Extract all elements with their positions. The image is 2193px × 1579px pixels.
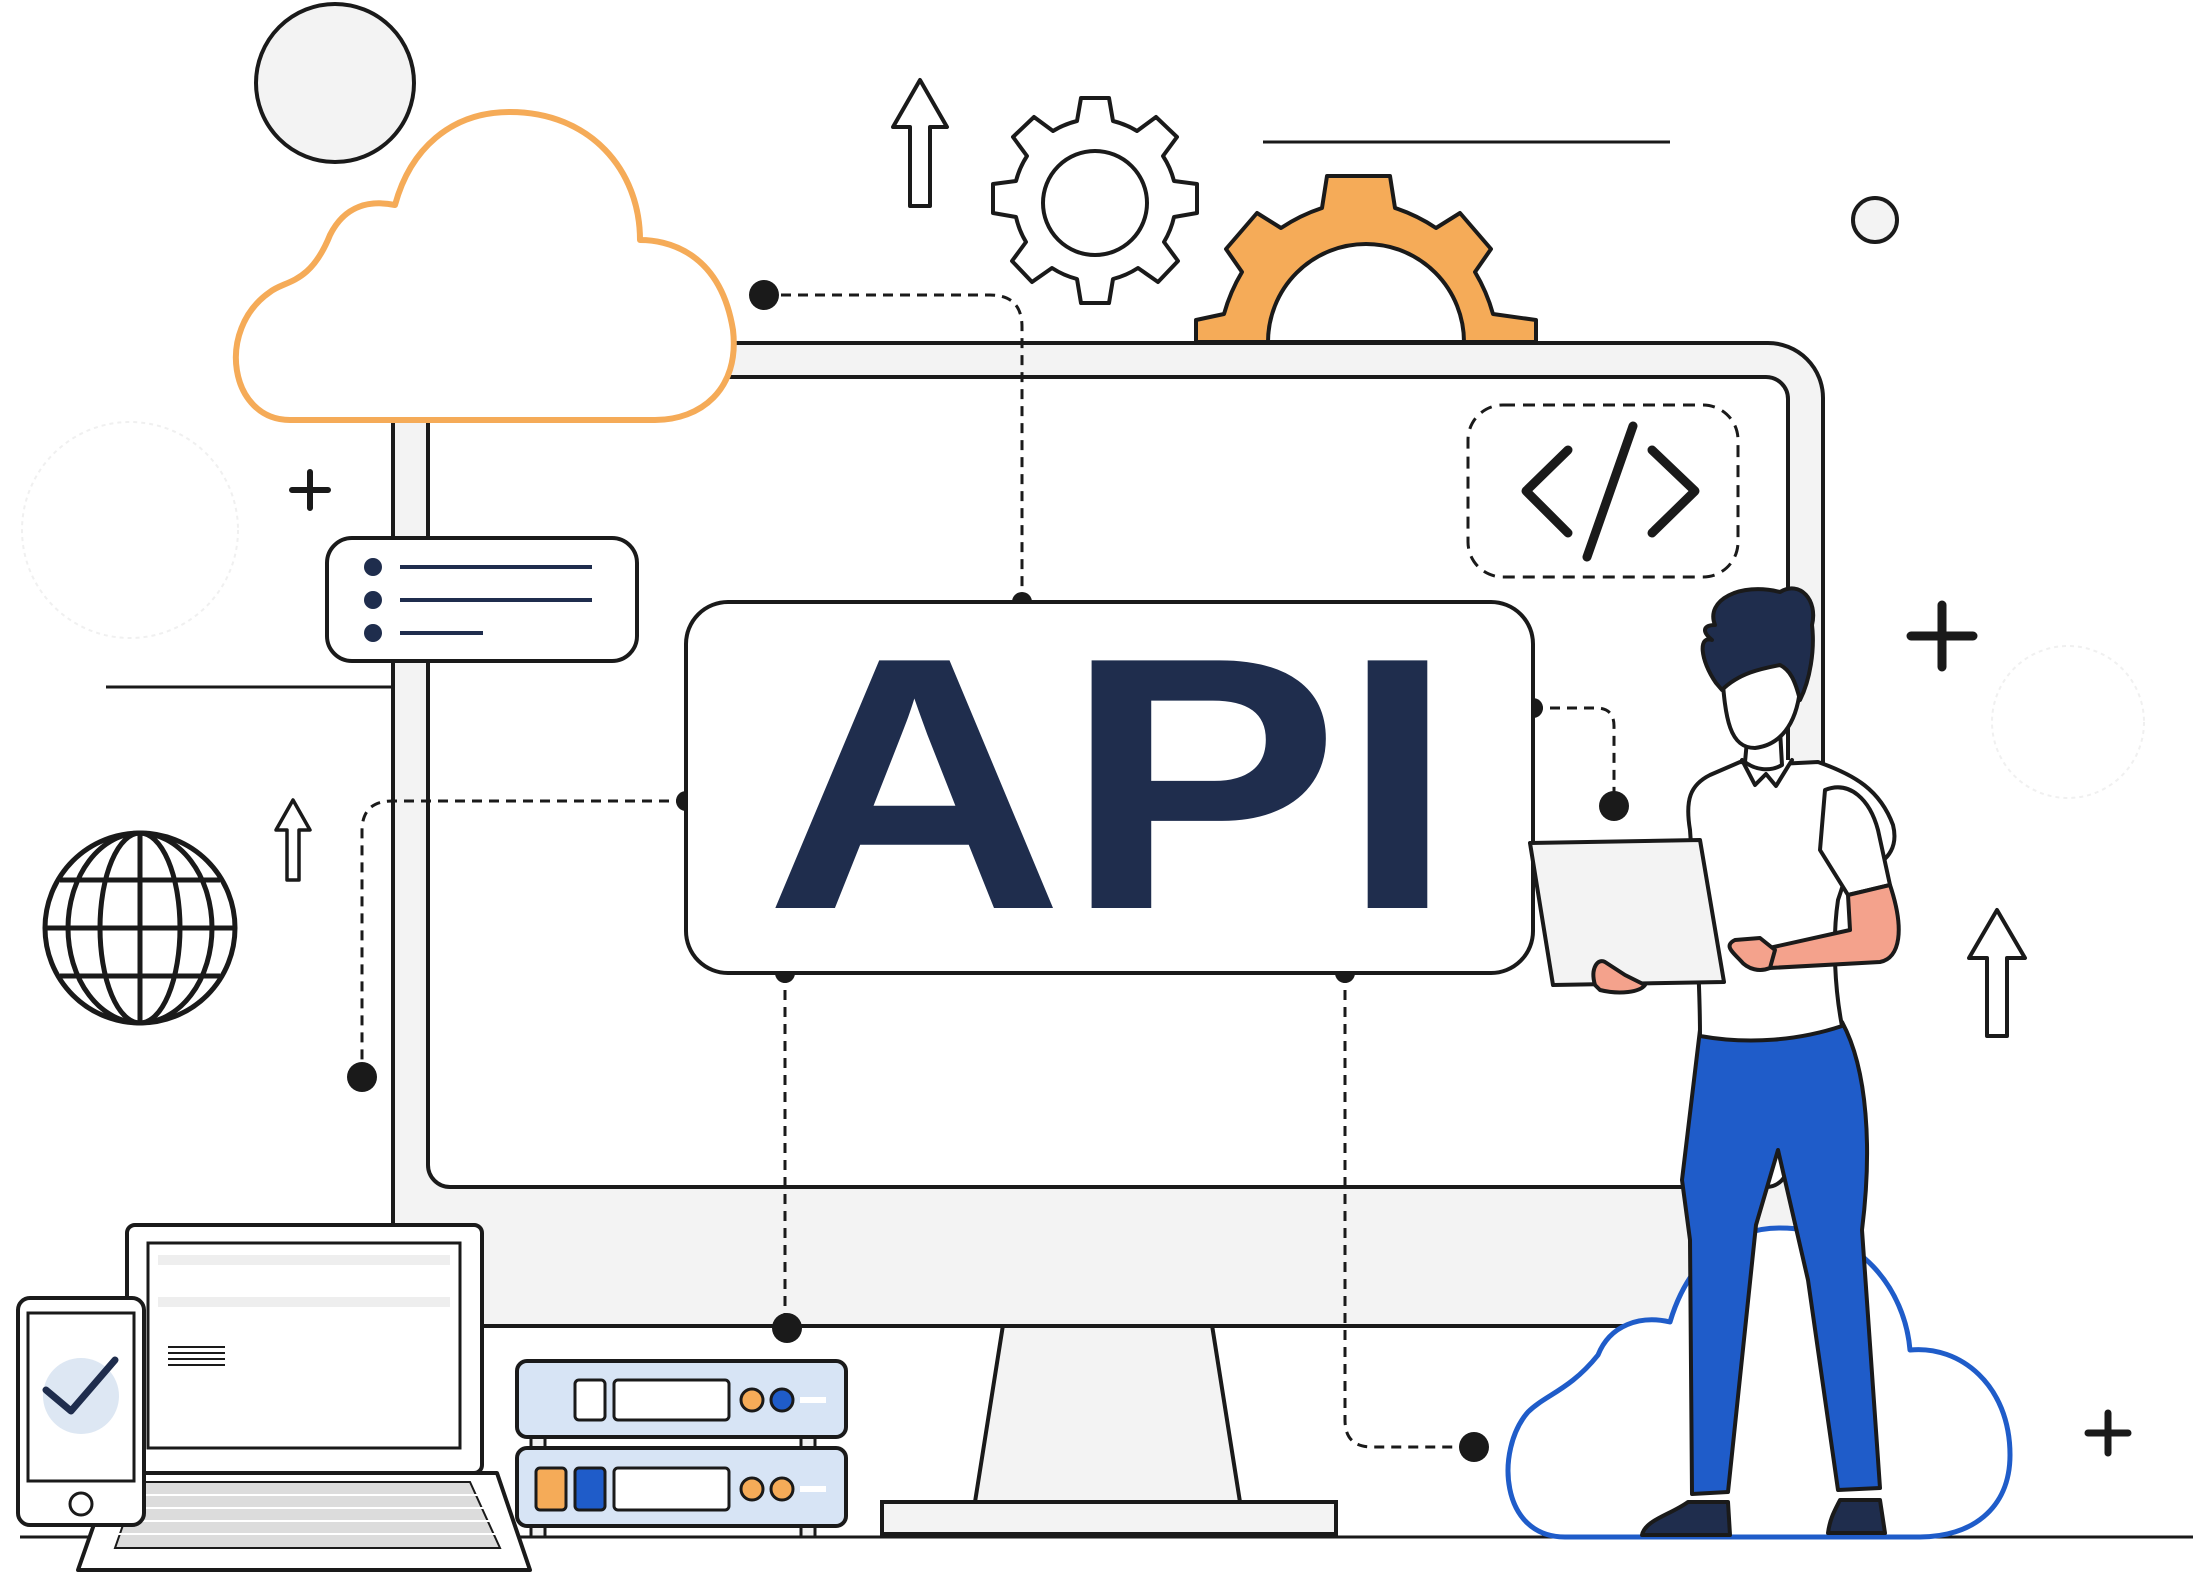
list-card bbox=[325, 536, 639, 663]
code-brackets-icon bbox=[1466, 403, 1740, 579]
plus-icon bbox=[289, 469, 2132, 1457]
checkmark-icon bbox=[42, 1356, 119, 1415]
faint-circle bbox=[21, 421, 239, 639]
arrow-up-icon bbox=[891, 78, 949, 208]
api-title: API bbox=[765, 583, 1455, 985]
decor-circle bbox=[254, 2, 416, 164]
gear-icon bbox=[1194, 174, 1538, 344]
cloud-icon bbox=[233, 109, 737, 423]
person-with-laptop bbox=[1528, 586, 1901, 1537]
arrow-up-icon bbox=[1967, 908, 2027, 1038]
decor-small-circle bbox=[1851, 196, 1899, 244]
laptop-icon bbox=[76, 1223, 532, 1572]
smartphone-icon bbox=[16, 1296, 146, 1527]
arrow-up-icon bbox=[274, 798, 312, 882]
faint-circle bbox=[1991, 645, 2145, 799]
api-label-box: API bbox=[684, 583, 1535, 985]
connectors bbox=[360, 293, 1616, 1449]
server-rack-icon bbox=[515, 1359, 848, 1539]
globe-icon bbox=[42, 830, 238, 1026]
gear-icon bbox=[991, 96, 1199, 305]
